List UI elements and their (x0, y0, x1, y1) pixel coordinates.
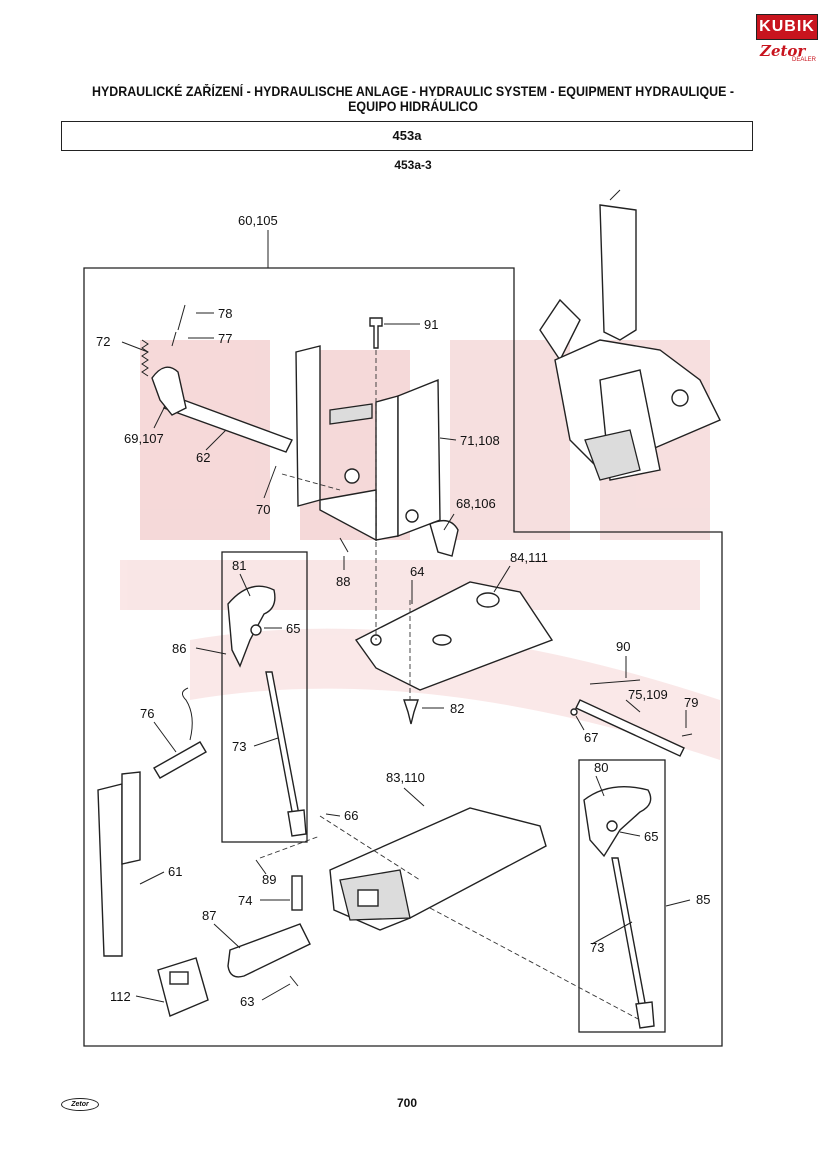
callout-73-b: 73 (590, 940, 604, 955)
bracket-87 (227, 923, 311, 978)
clamp-112 (157, 957, 209, 1017)
callout-74: 74 (238, 893, 252, 908)
callout-89: 89 (262, 872, 276, 887)
callout-60-105: 60,105 (238, 213, 278, 228)
callout-84-111: 84,111 (510, 550, 548, 565)
section-box: 453a (61, 121, 753, 151)
page-title: HYDRAULICKÉ ZAŘÍZENÍ - HYDRAULISCHE ANLA… (70, 84, 756, 114)
callout-75-109: 75,109 (628, 687, 668, 702)
callout-72: 72 (96, 334, 110, 349)
part-68-106 (429, 519, 459, 557)
dealer-label: DEALER (792, 57, 817, 63)
pin-67 (570, 708, 578, 716)
arm-69-107 (151, 366, 187, 416)
bolt-91 (369, 317, 383, 349)
callout-66: 66 (344, 808, 358, 823)
pin-79 (681, 733, 693, 737)
bolt-82 (403, 699, 419, 725)
spring-72 (141, 339, 149, 377)
callout-67: 67 (584, 730, 598, 745)
rod-73 (265, 671, 301, 823)
title-line-2: EQUIPO HIDRÁULICO (348, 99, 478, 114)
callout-62: 62 (196, 450, 210, 465)
callout-79: 79 (684, 695, 698, 710)
bracket-71-108 (295, 345, 441, 542)
callout-86: 86 (172, 641, 186, 656)
lever-81 (227, 585, 276, 668)
callout-85: 85 (696, 892, 710, 907)
callout-65-b: 65 (644, 829, 658, 844)
callout-76: 76 (140, 706, 154, 721)
pin-78 (177, 304, 186, 331)
callout-73: 73 (232, 739, 246, 754)
callout-77: 77 (218, 331, 232, 346)
callout-64: 64 (410, 564, 424, 579)
lever-80 (583, 785, 652, 858)
ring-part (405, 509, 419, 523)
callout-61: 61 (168, 864, 182, 879)
callout-69-107: 69,107 (124, 431, 164, 446)
part-76 (153, 741, 207, 779)
title-line-1: HYDRAULICKÉ ZAŘÍZENÍ - HYDRAULISCHE ANLA… (92, 84, 734, 99)
post-61 (97, 783, 123, 957)
callout-70: 70 (256, 502, 270, 517)
callout-81: 81 (232, 558, 246, 573)
callout-88: 88 (336, 574, 350, 589)
callout-65: 65 (286, 621, 300, 636)
page-number: 700 (396, 1096, 418, 1110)
callout-78: 78 (218, 306, 232, 321)
pin-90 (589, 679, 641, 685)
plate-84-111 (354, 581, 554, 691)
callout-82: 82 (450, 701, 464, 716)
subassembly-85-frame (578, 759, 666, 1033)
callout-labels: 60,105 78 77 72 91 69,107 62 71,108 70 6… (96, 213, 710, 1009)
footer-zetor-logo: Zetor (61, 1098, 99, 1111)
pin-77 (171, 331, 177, 347)
callout-112: 112 (110, 989, 131, 1004)
pin-75-109 (575, 699, 685, 757)
pin-63 (289, 975, 299, 987)
callout-71-108: 71,108 (460, 433, 500, 448)
kubik-logo: KUBIK (756, 14, 818, 40)
callout-87: 87 (202, 908, 216, 923)
zetor-logo: Zetor (760, 42, 806, 60)
pin-74 (291, 875, 303, 911)
subassembly-86-frame (221, 551, 308, 843)
subsection-label: 453a-3 (394, 158, 432, 172)
callout-63: 63 (240, 994, 254, 1009)
callout-80: 80 (594, 760, 608, 775)
section-label: 453a (392, 128, 422, 143)
rod-73-b (611, 857, 647, 1011)
callout-83-110: 83,110 (386, 770, 425, 785)
leader-lines (121, 312, 691, 1003)
screw-88 (339, 537, 349, 553)
callout-68-106: 68,106 (456, 496, 496, 511)
callout-91: 91 (424, 317, 438, 332)
callout-90: 90 (616, 639, 630, 654)
assembly-frame (83, 267, 723, 1047)
kubik-zetor-logo: KUBIK Zetor DEALER (756, 14, 818, 66)
assembled-view (539, 189, 721, 481)
